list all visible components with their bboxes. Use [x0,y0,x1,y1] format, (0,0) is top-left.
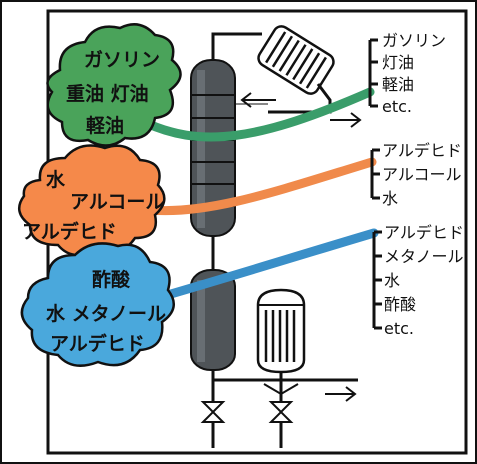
cloud-green-line-3: 軽油 [86,115,124,137]
upper-column [190,32,262,272]
cloud-green: ガソリン 重油 灯油 軽油 [46,23,182,147]
cloud-green-shape [46,23,182,147]
output-middle-2: 水 [382,189,398,208]
cloud-blue-line-3: アルデヒド [50,332,145,355]
orange-stream [145,157,377,216]
output-bottom-3: 酢酸 [384,295,416,314]
output-top-1: 灯油 [382,53,414,72]
green-stream [135,87,375,142]
output-middle-1: アルコール [382,165,462,184]
lower-column-shade [197,280,205,362]
reflux-arrow [240,92,276,108]
valve-right [268,401,294,423]
cloud-blue-shape [20,242,175,367]
cloud-orange-shape [17,144,166,257]
blue-stream [145,228,379,305]
reboiler [256,288,306,448]
overhead-pipe [211,32,262,60]
output-top-2: 軽油 [382,75,414,94]
cloud-green-line-1: ガソリン [84,49,160,71]
output-top-3: etc. [382,97,412,116]
valve-left [200,401,226,423]
output-bottom-4: etc. [384,319,414,338]
cloud-orange-line-1: 水 [46,169,66,191]
output-group-top: ガソリン 灯油 軽油 etc. [368,31,446,116]
output-middle-0: アルデヒド [382,141,462,160]
product-out-arrow [330,112,362,128]
output-bottom-1: メタノール [384,247,464,266]
cloud-blue-line-1: 酢酸 [92,268,131,291]
output-group-middle: アルデヒド アルコール 水 [370,141,462,208]
cloud-green-line-2: 重油 灯油 [66,83,149,105]
condenser [257,25,335,95]
upper-column-shade [197,70,205,228]
cloud-orange-line-2: アルコール [70,191,164,213]
cloud-blue: 酢酸 水 メタノール アルデヒド [20,242,175,367]
output-bottom-2: 水 [384,271,400,290]
cloud-blue-line-2: 水 メタノール [46,303,166,325]
cloud-orange-line-3: アルデヒド [22,220,117,243]
output-group-bottom: アルデヒド メタノール 水 酢酸 etc. [372,223,464,338]
output-top-0: ガソリン [382,31,446,50]
cloud-orange: 水 アルコール アルデヒド [17,144,166,257]
output-bottom-0: アルデヒド [384,223,464,242]
bottoms-out-arrow [325,386,357,402]
